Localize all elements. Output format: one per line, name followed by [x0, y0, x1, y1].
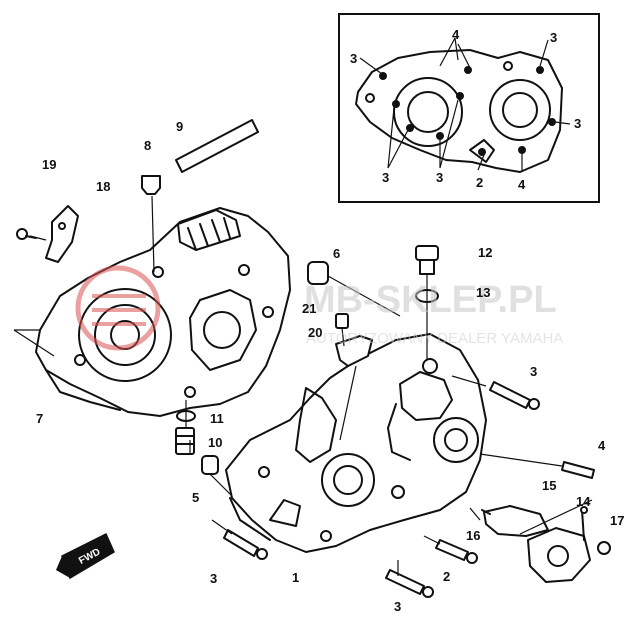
- callout-16: 16: [466, 528, 480, 543]
- callout-14: 14: [576, 494, 591, 509]
- callout-9: 9: [176, 119, 183, 134]
- callout-17: 17: [610, 513, 624, 528]
- callout-labels: 1 2 2 3 3 3 3 3 3 3 3 4 4 4 5 6 7 8 9 10…: [36, 27, 624, 614]
- bolt-3-right: [489, 381, 540, 410]
- callout-2: 2: [443, 569, 450, 584]
- cover-15: [527, 527, 591, 583]
- callout-19: 19: [42, 157, 56, 172]
- callout-4-inset-bottom: 4: [518, 177, 526, 192]
- left-crankcase-half: [35, 207, 291, 417]
- callout-13: 13: [476, 285, 490, 300]
- watermark-tagline: AUTORYZOWANY DEALER YAMAHA: [306, 330, 563, 347]
- bolt-17: [597, 541, 611, 555]
- dowel-5: [201, 455, 219, 475]
- callout-18: 18: [96, 179, 110, 194]
- callout-8: 8: [144, 138, 151, 153]
- callout-1: 1: [292, 570, 299, 585]
- callout-15: 15: [542, 478, 556, 493]
- bolt-14: [580, 506, 588, 541]
- bolt-3-bottom: [385, 569, 434, 598]
- gasket-16: [481, 505, 549, 537]
- callout-3-inset-bottom-left: 3: [382, 170, 389, 185]
- callout-3-bottom: 3: [394, 599, 401, 614]
- bracket-20: [335, 335, 373, 367]
- callout-3-inset-bottom: 3: [436, 170, 443, 185]
- assembly-lines: [13, 195, 593, 576]
- callout-5: 5: [192, 490, 199, 505]
- callout-3-bottom-left: 3: [210, 571, 217, 586]
- callout-3-inset-top-left: 3: [350, 51, 357, 66]
- callout-20: 20: [308, 325, 322, 340]
- watermark-brand: MB-SKLEP.PL: [304, 279, 557, 321]
- callout-3-right: 3: [530, 364, 537, 379]
- watermark-logo-icon: [75, 265, 161, 351]
- bolt-2: [435, 539, 478, 564]
- callout-12: 12: [478, 245, 492, 260]
- callout-10: 10: [208, 435, 222, 450]
- watermark: MB-SKLEP.PL AUTORYZOWANY DEALER YAMAHA: [75, 265, 563, 351]
- callout-6: 6: [333, 246, 340, 261]
- shaft-9: [175, 119, 259, 173]
- callout-21: 21: [302, 301, 316, 316]
- right-crankcase-half: [225, 333, 487, 553]
- bracket-18: [45, 205, 79, 263]
- fitting-8: [141, 175, 161, 195]
- drain-plug-12: [415, 245, 439, 275]
- callout-3-inset-top-right: 3: [550, 30, 557, 45]
- callout-3-inset-right: 3: [574, 116, 581, 131]
- bolt-19: [16, 228, 37, 240]
- callout-2-inset: 2: [476, 175, 483, 190]
- callout-11: 11: [210, 411, 224, 426]
- callout-4-right: 4: [598, 438, 606, 453]
- inset-crankcase-view: [338, 13, 600, 203]
- bolt-4: [561, 461, 595, 479]
- callout-7: 7: [36, 411, 43, 426]
- collar-6: [307, 261, 329, 285]
- plug-10: [175, 427, 195, 455]
- front-direction-arrow: FWD: [56, 532, 115, 580]
- callout-4-inset-top: 4: [452, 27, 460, 42]
- bolt-3-bottom-left: [223, 529, 268, 560]
